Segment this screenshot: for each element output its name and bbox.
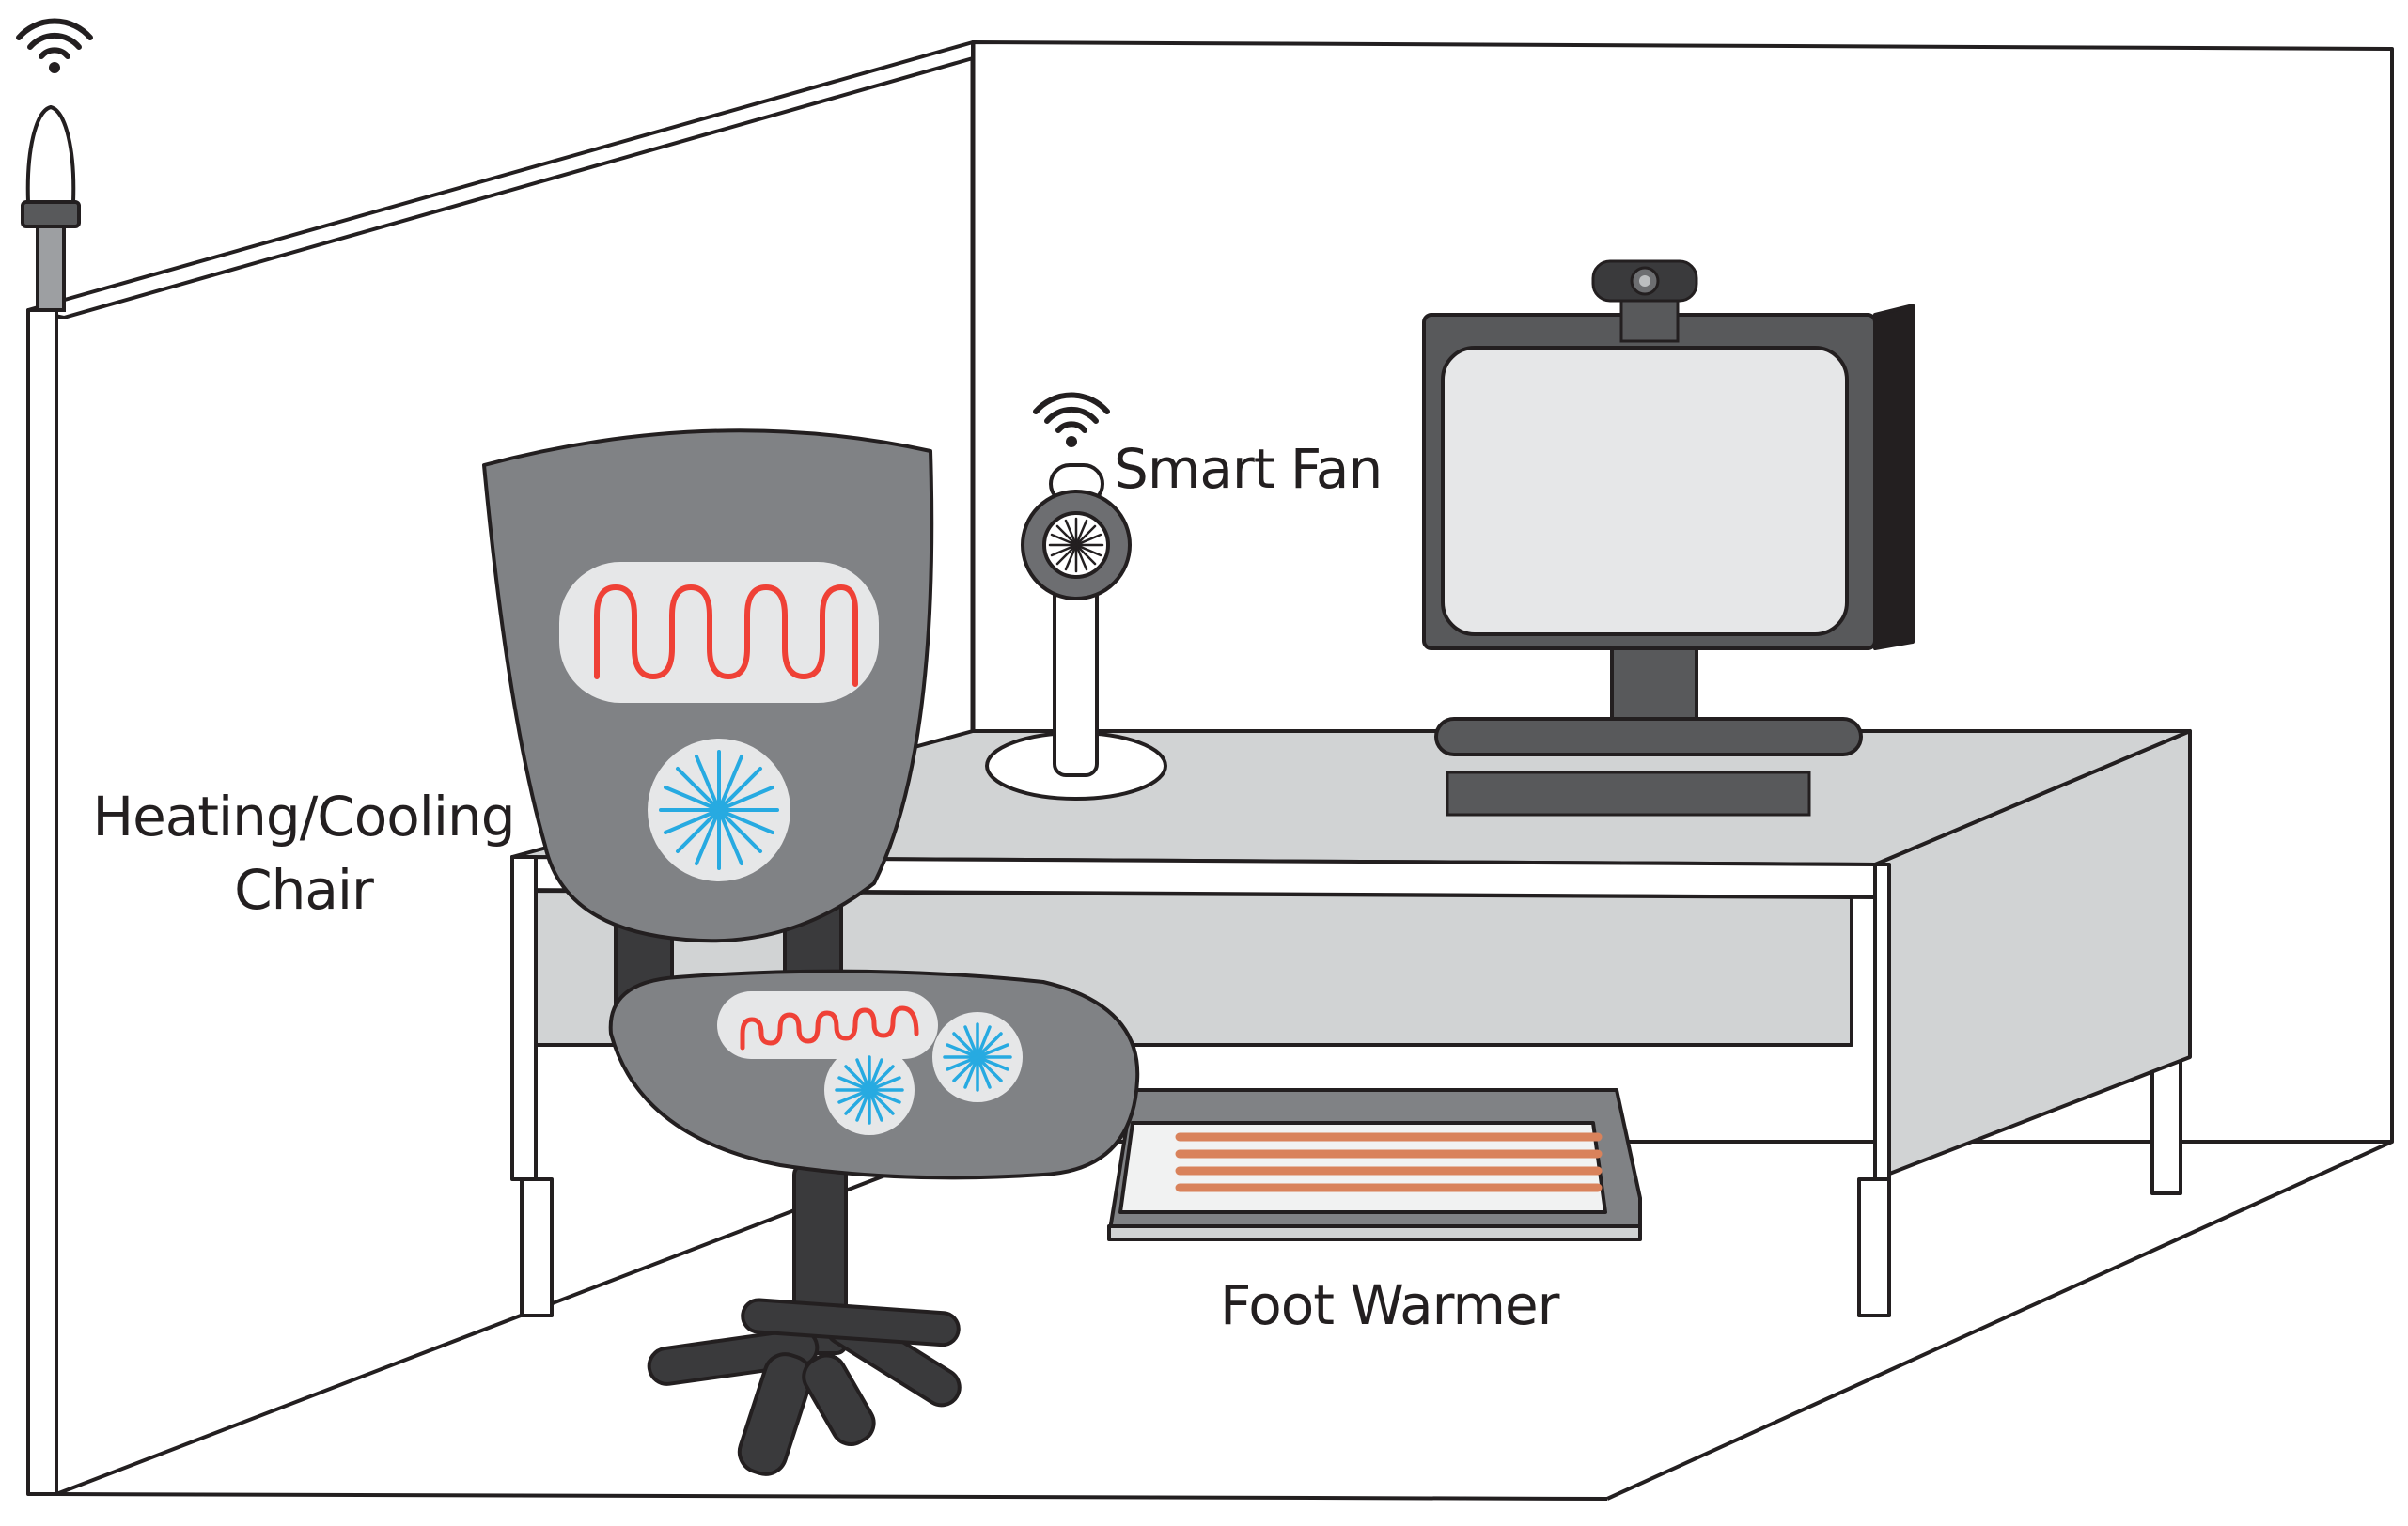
heat-coil-icon (594, 584, 858, 687)
snowflake-icon (943, 1022, 1012, 1092)
snowflake-icon (835, 1055, 904, 1125)
monitor-side (1873, 304, 1915, 650)
monitor-base (1434, 717, 1863, 756)
chair-label: Heating/Cooling Chair (83, 780, 524, 926)
foot-warmer-label: Foot Warmer (1220, 1273, 1559, 1337)
smart-fan-blades-icon (1048, 517, 1104, 573)
floor-edge-front (55, 1492, 1608, 1501)
monitor-screen (1441, 346, 1849, 636)
webcam-icon (1591, 259, 1698, 343)
desk-leg-front-right (1857, 1177, 1891, 1317)
snowflake-icon (659, 750, 779, 870)
desk-leg-front-left (520, 1177, 554, 1317)
wifi-signal-icon (1033, 392, 1110, 447)
desk-right-edge (1873, 863, 1891, 1181)
sensor-beacon-icon (21, 104, 81, 312)
smart-fan-label: Smart Fan (1114, 437, 1383, 501)
monitor-neck (1610, 646, 1698, 725)
chair-seat-heat-pad (717, 991, 938, 1059)
foot-warmer (1107, 1088, 1642, 1241)
wifi-signal-icon (16, 18, 93, 73)
heating-cooling-chair (482, 428, 1140, 1476)
foot-warmer-foot (1107, 1224, 1642, 1241)
chair-label-line-1: Heating/Cooling (92, 785, 515, 849)
desk-leg-back-right (2150, 1051, 2182, 1195)
heat-coil-icon (1175, 1132, 1603, 1192)
smart-fan (985, 463, 1167, 801)
keyboard (1446, 771, 1811, 817)
smart-fan-pole (1053, 576, 1099, 777)
heat-coil-icon (740, 1005, 919, 1051)
chair-back-heat-pad (559, 562, 879, 703)
monitor (1422, 304, 1915, 756)
chair-label-line-2: Chair (234, 858, 374, 922)
room-left-partition-post (26, 308, 58, 1496)
floor-edge-right (1606, 1140, 2393, 1501)
room-left-partition-top (26, 40, 975, 319)
desk (510, 729, 2192, 1317)
chair-base (647, 1163, 962, 1476)
